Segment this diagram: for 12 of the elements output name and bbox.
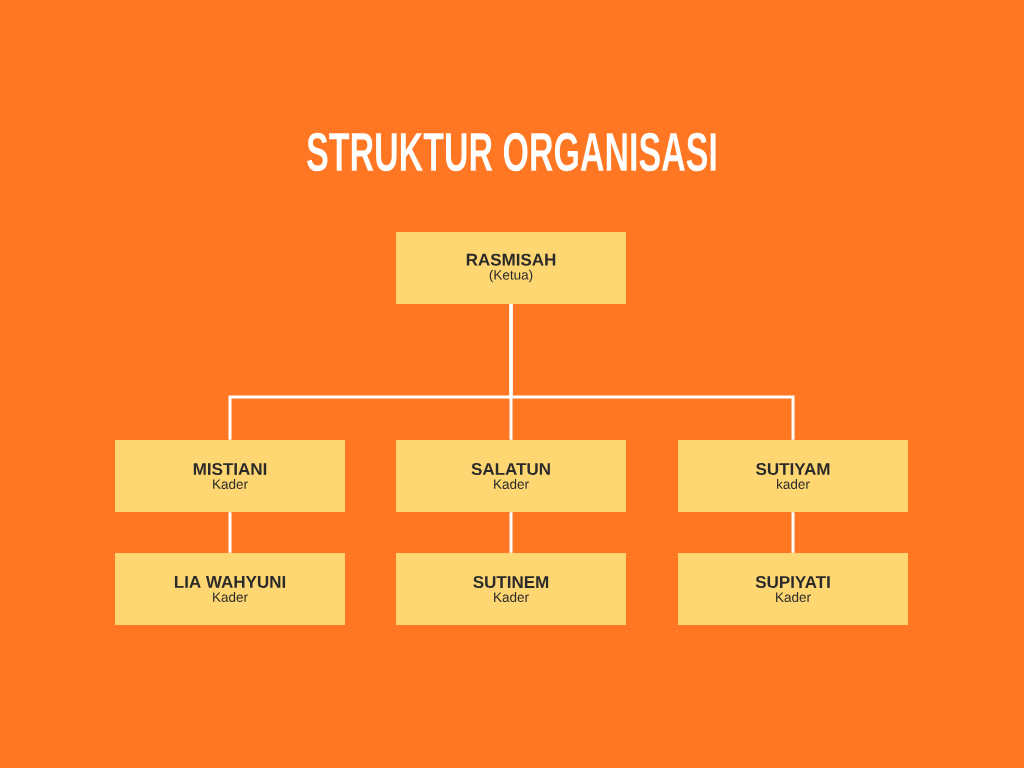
name-box: LIA WAHYUNI Kader: [115, 553, 345, 625]
connector-line: [509, 512, 513, 553]
connector-line: [509, 304, 795, 440]
name-box: SUPIYATI Kader: [678, 553, 908, 625]
connector-line: [228, 512, 232, 553]
title: STRUKTUR ORGANISASI: [307, 132, 716, 172]
connector-line: [791, 512, 795, 553]
name-box: SALATUN Kader: [396, 440, 626, 512]
name-box: RASMISAH (Ketua): [396, 232, 626, 304]
name-box: SUTINEM Kader: [396, 553, 626, 625]
name-box: MISTIANI Kader: [115, 440, 345, 512]
name-box: SUTIYAM kader: [678, 440, 908, 512]
